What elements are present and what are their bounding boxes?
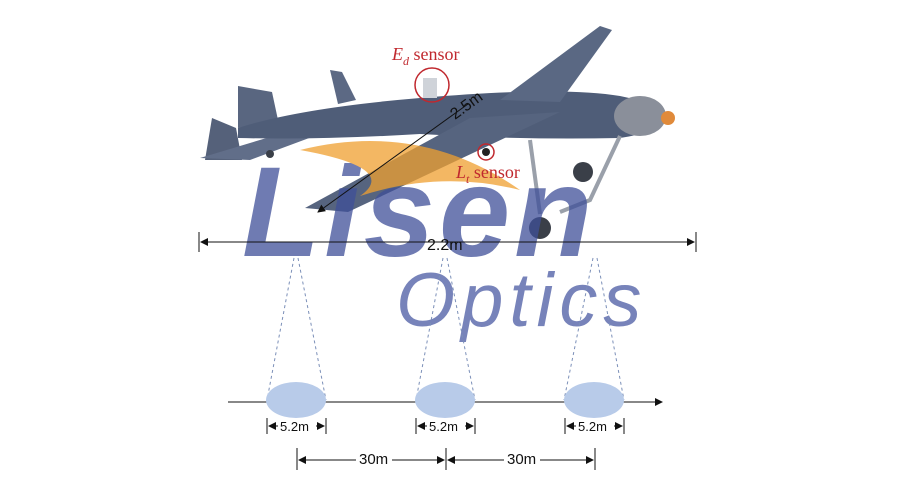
watermark-swoosh [300, 141, 520, 196]
lt-sensor-word: sensor [469, 162, 520, 182]
svg-text:Lt sensor: Lt sensor [455, 162, 520, 186]
spacing-dimensions [296, 448, 596, 470]
fp1-diameter-label: 5.2m [280, 419, 309, 434]
wheel-tail [266, 150, 274, 158]
lt-sensor-mount [482, 148, 490, 156]
fov-cone-2-left [415, 257, 444, 401]
engine-nose [614, 96, 666, 136]
spacing-label-2: 30m [507, 451, 536, 468]
propeller-hub [661, 111, 675, 125]
svg-text:Ed sensor: Ed sensor [391, 44, 460, 68]
lt-sensor-symbol: L [455, 162, 466, 182]
watermark-logo: Lisen Optics [242, 141, 647, 343]
fov-cone-2-right [446, 257, 476, 401]
ed-sensor-word: sensor [409, 44, 460, 64]
footprint-2 [415, 382, 475, 418]
uav-aircraft [200, 26, 675, 239]
lt-sensor-subscript: t [466, 172, 470, 186]
ed-sensor-circle [414, 67, 450, 103]
footprints [266, 382, 624, 418]
fp2-diameter-label: 5.2m [429, 419, 458, 434]
ed-sensor-subscript: d [403, 54, 410, 68]
ed-sensor-annotation: Ed sensor [391, 44, 460, 103]
lt-sensor-annotation: Lt sensor [455, 143, 520, 186]
fp3-diameter-label: 5.2m [578, 419, 607, 434]
fov-cone-1-right [297, 257, 327, 401]
tail-fin-upper [238, 86, 278, 128]
wingspan-label: 2.2m [427, 237, 463, 254]
fov-cone-1-left [266, 257, 295, 401]
fov-cone-3-left [563, 257, 594, 401]
watermark-line2: Optics [396, 258, 647, 343]
spacing-labels: 30m 30m [356, 450, 540, 468]
tail-fin-small [330, 70, 356, 104]
landing-gear-front [559, 135, 622, 214]
footprint-3 [564, 382, 624, 418]
fov-cone-3-right [596, 257, 625, 401]
length-dimension-line [317, 103, 469, 213]
ed-sensor-mount [423, 78, 437, 98]
lt-sensor-circle [477, 143, 495, 161]
wheel-rear [573, 162, 593, 182]
wingspan-dimension: 2.2m [198, 232, 697, 254]
footprint-diameter-labels: 5.2m 5.2m 5.2m [278, 418, 614, 434]
fov-cones [266, 257, 625, 401]
wing-far [500, 26, 612, 102]
wheel-front [529, 217, 551, 239]
spacing-label-1: 30m [359, 451, 388, 468]
landing-gear-mid [528, 139, 542, 215]
footprint-1 [266, 382, 326, 418]
ed-sensor-symbol: E [391, 44, 403, 64]
